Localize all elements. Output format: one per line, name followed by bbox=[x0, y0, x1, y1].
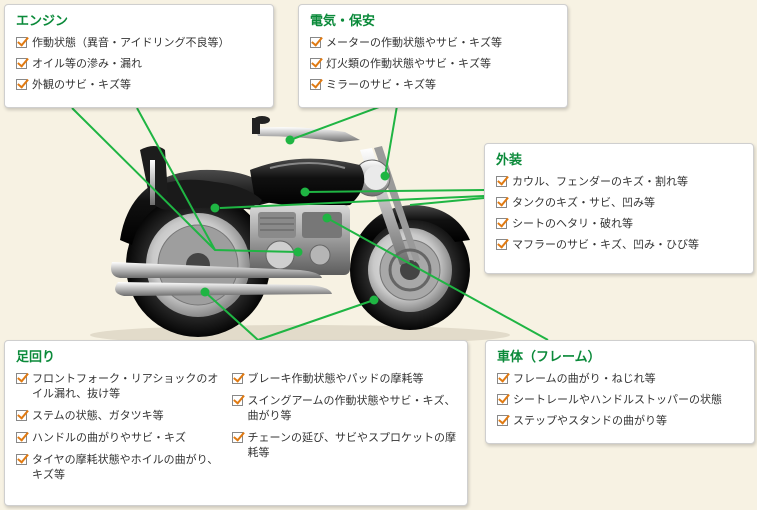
panel-electric: 電気・保安 メーターの作動状態やサビ・キズ等 灯火類の作動状態やサビ・キズ等 ミ… bbox=[298, 4, 568, 108]
gas-tank bbox=[250, 158, 365, 207]
checklist-suspension-left: フロントフォーク・リアショックのオイル漏れ、抜け等 ステムの状態、ガタツキ等 ハ… bbox=[16, 371, 226, 482]
checkbox-checked-icon bbox=[16, 454, 27, 465]
check-item: ステップやスタンドの曲がり等 bbox=[497, 413, 744, 428]
checkbox-checked-icon bbox=[497, 415, 508, 426]
check-item: フロントフォーク・リアショックのオイル漏れ、抜け等 bbox=[16, 371, 226, 401]
check-item: ステムの状態、ガタツキ等 bbox=[16, 408, 226, 423]
checkbox-checked-icon bbox=[231, 432, 243, 443]
checkbox-checked-icon bbox=[497, 394, 508, 405]
check-item: スイングアームの作動状態やサビ・キズ、曲がり等 bbox=[231, 393, 457, 423]
panel-title-electric: 電気・保安 bbox=[310, 14, 376, 29]
checkbox-checked-icon bbox=[16, 58, 27, 69]
check-item: シートレールやハンドルストッパーの状態 bbox=[497, 392, 744, 407]
check-item: マフラーのサビ・キズ、凹み・ひび等 bbox=[496, 237, 743, 252]
checkbox-checked-icon bbox=[16, 410, 27, 421]
checkbox-checked-icon bbox=[310, 37, 321, 48]
checkbox-checked-icon bbox=[497, 373, 508, 384]
panel-title-suspension: 足回り bbox=[16, 350, 56, 365]
check-item: ハンドルの曲がりやサビ・キズ bbox=[16, 430, 226, 445]
check-item: シートのヘタリ・破れ等 bbox=[496, 216, 743, 231]
check-item: フレームの曲がり・ねじれ等 bbox=[497, 371, 744, 386]
checkbox-checked-icon bbox=[310, 79, 321, 90]
checkbox-checked-icon bbox=[496, 197, 507, 208]
check-item: タイヤの摩耗状態やホイルの曲がり、キズ等 bbox=[16, 452, 226, 482]
checklist-electric: メーターの作動状態やサビ・キズ等 灯火類の作動状態やサビ・キズ等 ミラーのサビ・… bbox=[310, 35, 557, 92]
check-item: 作動状態（異音・アイドリング不良等） bbox=[16, 35, 263, 50]
panel-title-engine: エンジン bbox=[16, 14, 69, 29]
check-item: カウル、フェンダーのキズ・割れ等 bbox=[496, 174, 743, 189]
panel-frame: 車体（フレーム） フレームの曲がり・ねじれ等 シートレールやハンドルストッパーの… bbox=[485, 340, 755, 444]
check-item: ミラーのサビ・キズ等 bbox=[310, 77, 557, 92]
checkbox-checked-icon bbox=[16, 432, 27, 443]
engine-block bbox=[250, 205, 350, 275]
panel-exterior: 外装 カウル、フェンダーのキズ・割れ等 タンクのキズ・サビ、凹み等 シートのヘタ… bbox=[484, 143, 754, 274]
checkbox-checked-icon bbox=[231, 373, 243, 384]
muffler-lower bbox=[115, 282, 332, 296]
handlebar bbox=[255, 127, 360, 142]
checkbox-checked-icon bbox=[496, 239, 507, 250]
checkbox-checked-icon bbox=[16, 373, 27, 384]
checkbox-checked-icon bbox=[16, 79, 27, 90]
panel-suspension: 足回り フロントフォーク・リアショックのオイル漏れ、抜け等 ステムの状態、ガタツ… bbox=[4, 340, 468, 506]
checklist-engine: 作動状態（異音・アイドリング不良等） オイル等の滲み・漏れ 外観のサビ・キズ等 bbox=[16, 35, 263, 92]
panel-title-frame: 車体（フレーム） bbox=[497, 350, 601, 365]
checkbox-checked-icon bbox=[310, 58, 321, 69]
panel-engine: エンジン 作動状態（異音・アイドリング不良等） オイル等の滲み・漏れ 外観のサビ… bbox=[4, 4, 274, 108]
checkbox-checked-icon bbox=[16, 37, 27, 48]
suspension-columns: フロントフォーク・リアショックのオイル漏れ、抜け等 ステムの状態、ガタツキ等 ハ… bbox=[16, 371, 457, 482]
check-item: オイル等の滲み・漏れ bbox=[16, 56, 263, 71]
panel-title-exterior: 外装 bbox=[496, 153, 523, 168]
checklist-suspension-right: ブレーキ作動状態やパッドの摩耗等 スイングアームの作動状態やサビ・キズ、曲がり等… bbox=[226, 371, 457, 482]
muffler-upper bbox=[111, 262, 322, 278]
checkbox-checked-icon bbox=[496, 176, 507, 187]
checkbox-checked-icon bbox=[231, 395, 243, 406]
check-item: チェーンの延び、サビやスプロケットの摩耗等 bbox=[231, 430, 457, 460]
check-item: 灯火類の作動状態やサビ・キズ等 bbox=[310, 56, 557, 71]
check-item: 外観のサビ・キズ等 bbox=[16, 77, 263, 92]
mirror bbox=[254, 116, 270, 124]
checklist-exterior: カウル、フェンダーのキズ・割れ等 タンクのキズ・サビ、凹み等 シートのヘタリ・破… bbox=[496, 174, 743, 252]
check-item: メーターの作動状態やサビ・キズ等 bbox=[310, 35, 557, 50]
check-item: タンクのキズ・サビ、凹み等 bbox=[496, 195, 743, 210]
check-item: ブレーキ作動状態やパッドの摩耗等 bbox=[231, 371, 457, 386]
checklist-frame: フレームの曲がり・ねじれ等 シートレールやハンドルストッパーの状態 ステップやス… bbox=[497, 371, 744, 428]
checkbox-checked-icon bbox=[496, 218, 507, 229]
